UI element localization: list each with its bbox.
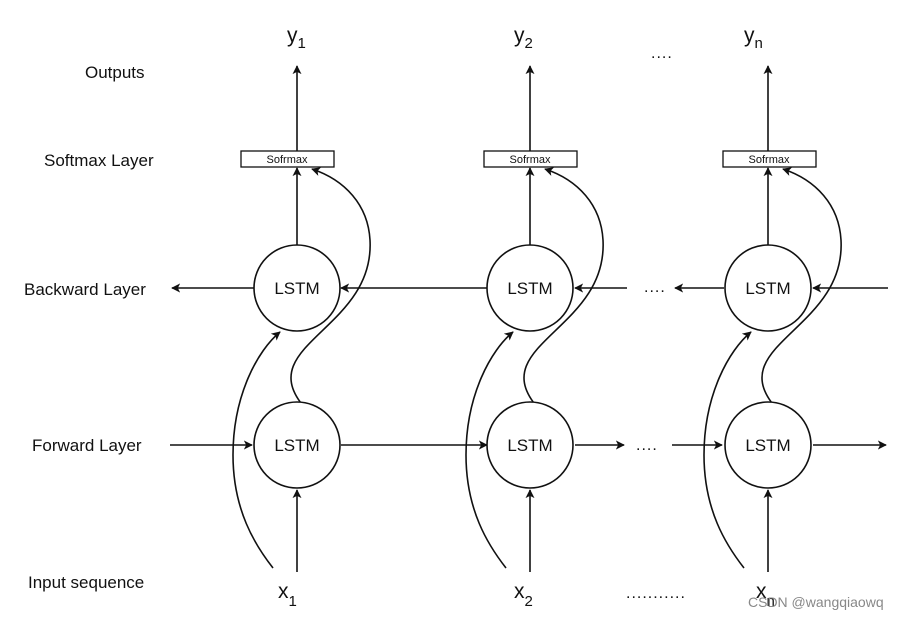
- forward-lstm-cell-2: LSTM: [486, 401, 574, 489]
- forward-to-softmax-curve-1: [290, 167, 371, 409]
- softmax-label-2: Sofrmax: [510, 154, 551, 166]
- lstm-label: LSTM: [507, 279, 552, 298]
- backward-ellipsis: ....: [644, 279, 666, 296]
- softmax-label-1: Sofrmax: [267, 154, 308, 166]
- outputs-row-label: Outputs: [85, 63, 145, 82]
- watermark-text: CSDN @wangqiaowq: [748, 594, 884, 610]
- input-to-backward-curve-n: [703, 331, 752, 569]
- output-label-n: yn: [744, 24, 763, 52]
- softmax-label-n: Sofrmax: [749, 154, 790, 166]
- softmax-box-2: Sofrmax: [483, 150, 578, 168]
- forward-to-softmax-curve-n: [761, 167, 842, 409]
- output-label-1: y1: [287, 24, 306, 52]
- output-label-2: y2: [514, 24, 533, 52]
- input-to-backward-curve-1: [232, 331, 281, 569]
- lstm-label: LSTM: [274, 279, 319, 298]
- lstm-label: LSTM: [745, 436, 790, 455]
- lstm-label: LSTM: [507, 436, 552, 455]
- backward-lstm-cell-n: LSTM: [724, 244, 812, 332]
- softmax-box-n: Sofrmax: [722, 150, 817, 168]
- inputs-ellipsis: ...........: [626, 585, 686, 602]
- lstm-label: LSTM: [274, 436, 319, 455]
- backward-lstm-cell-1: LSTM: [253, 244, 341, 332]
- input-to-backward-curve-2: [465, 331, 514, 569]
- forward-to-softmax-curve-2: [523, 167, 604, 409]
- forward-lstm-cell-1: LSTM: [253, 401, 341, 489]
- input-label-1: x1: [278, 580, 297, 610]
- forward-row-label: Forward Layer: [32, 436, 142, 455]
- input-row-label: Input sequence: [28, 573, 144, 592]
- lstm-label: LSTM: [745, 279, 790, 298]
- forward-ellipsis: ....: [636, 437, 658, 454]
- input-label-n: xn: [756, 580, 775, 610]
- backward-lstm-cell-2: LSTM: [486, 244, 574, 332]
- softmax-row-label: Softmax Layer: [44, 151, 154, 170]
- softmax-box-1: Sofrmax: [240, 150, 335, 168]
- outputs-ellipsis: ....: [651, 45, 673, 62]
- backward-row-label: Backward Layer: [24, 280, 146, 299]
- forward-lstm-cell-n: LSTM: [724, 401, 812, 489]
- input-label-2: x2: [514, 580, 533, 610]
